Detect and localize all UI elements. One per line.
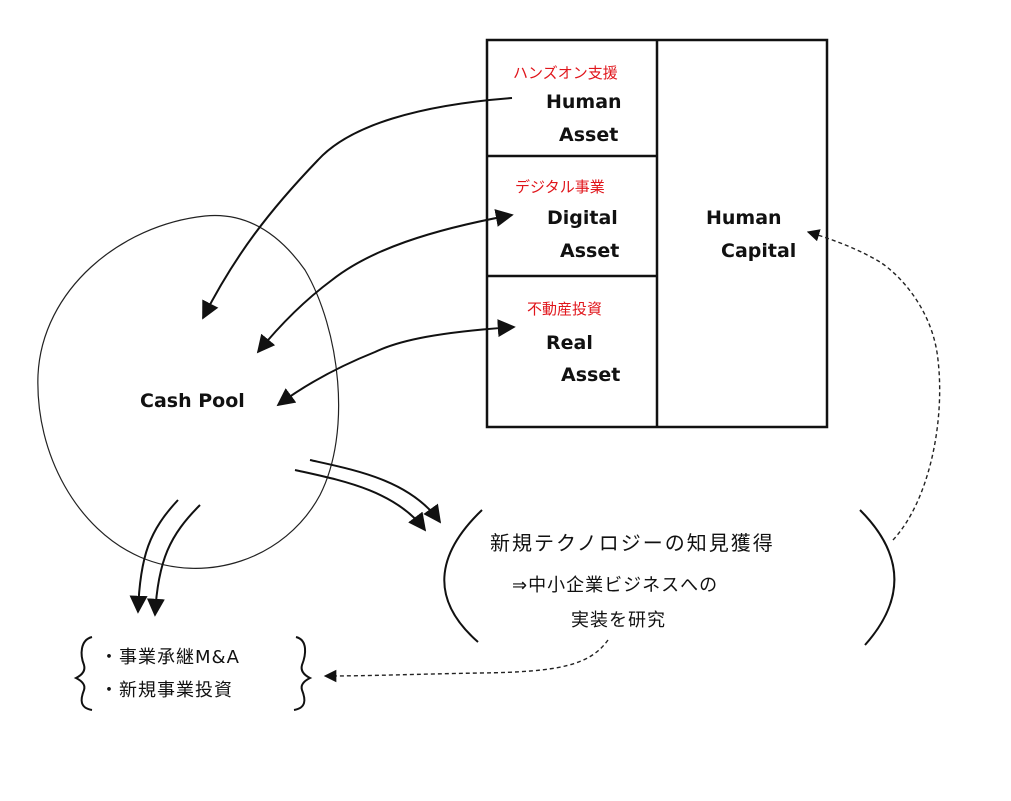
- dashed-arrow-research-to-investments: [323, 639, 609, 683]
- investments-right-brace: [293, 636, 313, 711]
- arrow-digital-asset-cash-pool: [256, 209, 514, 354]
- digital-asset-line2: Asset: [560, 240, 620, 262]
- research-left-paren: [443, 509, 483, 643]
- research-line3: 実装を研究: [571, 610, 666, 631]
- arrow-human-asset-to-cash-pool: [202, 97, 513, 320]
- arrow-cash-pool-to-research-2: [309, 459, 442, 524]
- human-asset-line2: Asset: [559, 124, 619, 146]
- human-asset-tag: ハンズオン支援: [513, 64, 618, 82]
- research-right-paren: [859, 509, 896, 646]
- digital-asset-line1: Digital: [547, 207, 618, 229]
- investments-left-brace: [73, 636, 93, 711]
- human-asset-line1: Human: [546, 91, 622, 113]
- asset-box: [485, 38, 829, 429]
- real-asset-tag: 不動産投資: [527, 300, 603, 318]
- arrow-cash-pool-to-research-1: [294, 469, 427, 532]
- investments-item2: ・新規事業投資: [100, 680, 233, 701]
- arrow-cash-pool-to-investments-2: [146, 504, 201, 617]
- human-capital-line1: Human: [706, 207, 782, 229]
- research-line2: ⇒中小企業ビジネスへの: [512, 575, 719, 596]
- digital-asset-tag: デジタル事業: [515, 178, 605, 196]
- investments-item1: ・事業承継M&A: [100, 647, 240, 668]
- real-asset-line2: Asset: [561, 364, 621, 386]
- real-asset-line1: Real: [546, 332, 593, 354]
- arrow-real-asset-cash-pool: [276, 319, 516, 407]
- research-line1: 新規テクノロジーの知見獲得: [490, 531, 775, 555]
- dashed-arrow-research-to-human-capital: [806, 229, 941, 541]
- human-capital-line2: Capital: [721, 240, 797, 262]
- cash-pool-label: Cash Pool: [140, 390, 245, 412]
- arrow-cash-pool-to-investments-1: [129, 499, 179, 614]
